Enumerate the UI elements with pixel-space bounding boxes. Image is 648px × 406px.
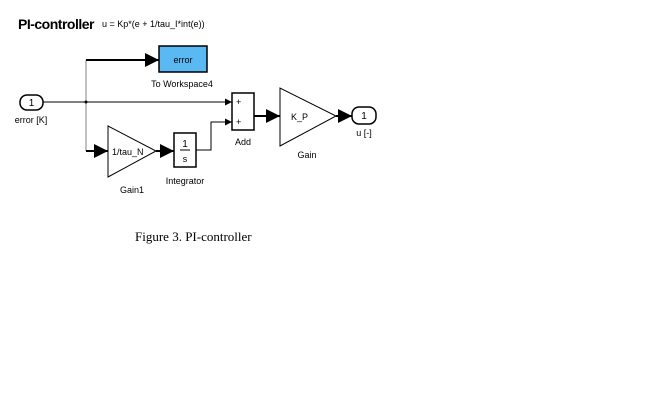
- gain1-label: Gain1: [120, 185, 144, 195]
- gain-block[interactable]: K_P: [279, 87, 338, 147]
- branch-point: [84, 100, 88, 104]
- integrator-block[interactable]: 1 s: [173, 132, 197, 168]
- integrator-denominator: s: [183, 154, 188, 164]
- diagram-title: PI-controller: [18, 16, 95, 32]
- integrator-numerator: 1: [182, 139, 188, 150]
- inport-block[interactable]: 1: [19, 94, 44, 111]
- add-block[interactable]: + +: [231, 92, 255, 131]
- to-workspace-variable: error: [173, 55, 192, 65]
- add-label: Add: [235, 137, 251, 147]
- inport-label: error [K]: [15, 115, 48, 125]
- gain-value: K_P: [291, 112, 308, 122]
- figure-caption: Figure 3. PI-controller: [135, 229, 252, 244]
- signal-lines: [43, 53, 352, 158]
- signal-integrator-to-add: [196, 118, 232, 151]
- inport-number: 1: [29, 98, 35, 109]
- outport-block[interactable]: 1: [351, 106, 377, 125]
- to-workspace-block[interactable]: error: [158, 45, 208, 73]
- add-sign-1: +: [236, 97, 241, 107]
- add-sign-2: +: [236, 117, 241, 127]
- integrator-label: Integrator: [166, 176, 205, 186]
- gain1-value: 1/tau_N: [112, 147, 144, 157]
- outport-number: 1: [361, 111, 367, 122]
- equation-annotation: u = Kp*(e + 1/tau_I*int(e)): [102, 19, 205, 29]
- gain1-block[interactable]: 1/tau_N: [107, 125, 158, 178]
- outport-label: u [-]: [356, 128, 372, 138]
- gain-label: Gain: [297, 150, 316, 160]
- to-workspace-label: To Workspace4: [151, 79, 213, 89]
